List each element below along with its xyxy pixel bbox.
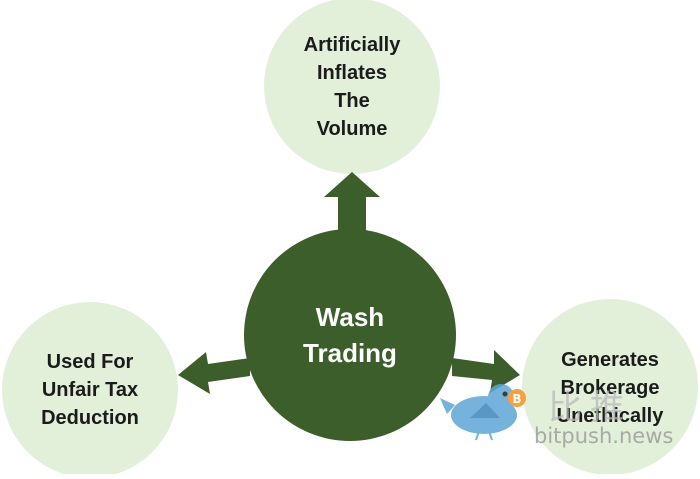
arrow-up (324, 172, 380, 242)
top-line-2: Inflates (316, 62, 388, 84)
arrow-left (178, 352, 250, 394)
top-node-label: Artificially Inflates The Volume (262, 22, 442, 152)
left-line-2: Unfair Tax (41, 379, 139, 401)
coin-symbol: B (512, 392, 521, 406)
bitcoin-coin-icon: B (508, 389, 526, 407)
left-node-label: Used For Unfair Tax Deduction (0, 340, 180, 440)
arrow-right (452, 350, 520, 393)
left-line-3: Deduction (41, 407, 139, 429)
bird-logo-icon (440, 384, 521, 441)
watermark: 比推 bitpush.news (430, 376, 700, 472)
center-line-2: Trading (303, 338, 397, 368)
left-line-1: Used For (46, 351, 134, 373)
watermark-domain: bitpush.news (534, 424, 674, 448)
right-line-3: Unethically (556, 405, 664, 427)
watermark-glyphs: 比推 (548, 388, 632, 428)
center-line-1: Wash (315, 302, 385, 332)
right-line-1: Generates (561, 349, 659, 371)
center-node-label: Wash Trading (240, 290, 460, 380)
top-circle (264, 0, 440, 174)
top-line-4: Volume (316, 118, 388, 140)
right-line-2: Brokerage (560, 377, 660, 399)
right-circle (522, 299, 698, 475)
left-circle (2, 302, 178, 478)
top-line-1: Artificially (303, 34, 401, 56)
right-node-label: Generates Brokerage Unethically (520, 338, 700, 438)
center-circle (244, 229, 456, 441)
top-line-3: The (334, 90, 370, 112)
